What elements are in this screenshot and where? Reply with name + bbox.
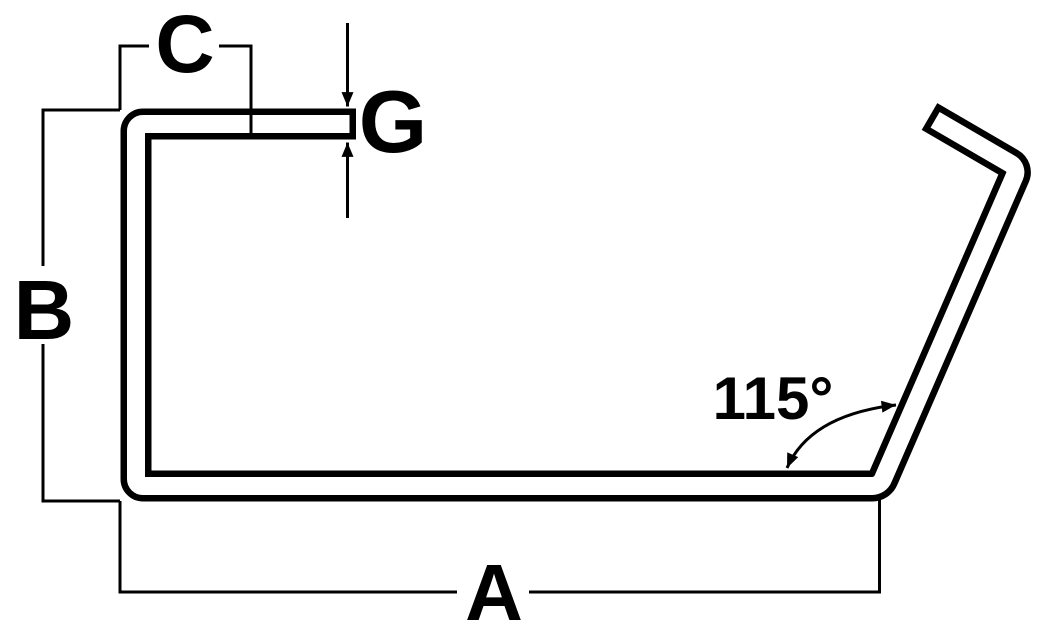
- dimension-a: A: [118, 498, 881, 637]
- dimension-b: B: [14, 108, 120, 503]
- dimension-g-label: G: [359, 72, 427, 171]
- dimension-c: C: [118, 0, 253, 138]
- dimension-a-lines: [118, 498, 881, 594]
- dimension-c-label: C: [155, 0, 214, 90]
- dimension-a-label: A: [465, 548, 523, 637]
- dimension-b-lines: [41, 108, 120, 503]
- profile-shape: [120, 103, 1031, 502]
- profile-sheet-core: [127, 112, 1025, 495]
- angle-label: 115°: [713, 365, 834, 432]
- angle-arc-arrow-icon: [785, 400, 897, 469]
- dimension-g: G: [341, 23, 427, 218]
- dimension-angle: 115°: [713, 365, 897, 469]
- dimension-b-label: B: [14, 263, 75, 357]
- profile-sheet-outline: [120, 103, 1031, 502]
- dimension-c-lines: [118, 44, 253, 138]
